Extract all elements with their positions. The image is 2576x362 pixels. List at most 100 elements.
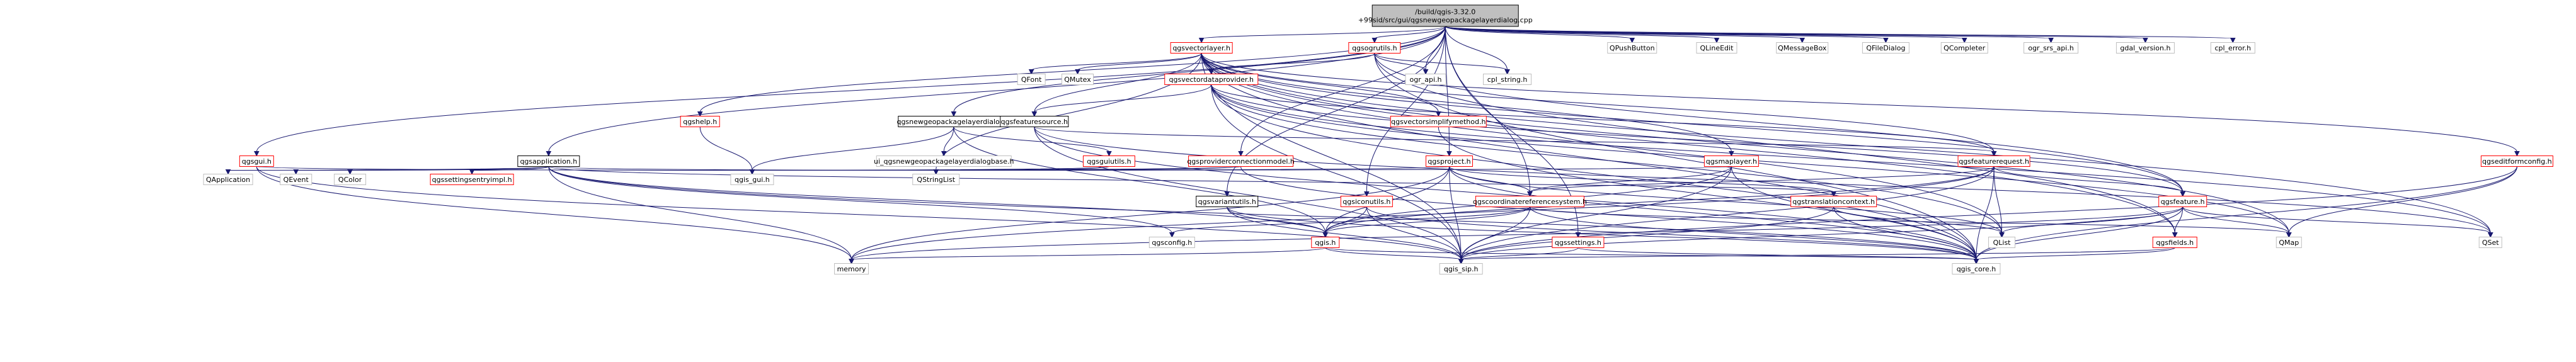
node-QSet: QSet	[2478, 237, 2502, 248]
node-label: qgsmaplayer.h	[1706, 157, 1757, 166]
edge-line	[1211, 84, 2491, 234]
node-box	[1164, 74, 1259, 85]
node-qgsgui-h[interactable]: qgsgui.h	[239, 156, 274, 167]
node-QEvent: QEvent	[280, 174, 312, 185]
node-qgsfeaturesource-h[interactable]: qgsfeaturesource.h	[1000, 116, 1069, 127]
node-box	[876, 156, 1012, 167]
node-box	[1940, 42, 1988, 54]
edge-qgseditformconfig_h-to-QMap	[2286, 166, 2517, 238]
edge-qgsfeaturesource_h-to-qgsfeaturerequest_h	[1034, 127, 1997, 157]
node-box	[1188, 156, 1294, 167]
node-qgsproject-h[interactable]: qgsproject.h	[1425, 156, 1473, 167]
node-QApplication: QApplication	[203, 174, 253, 185]
node-qgsiconutils-h[interactable]: qgsiconutils.h	[1340, 196, 1393, 207]
edge-root-to-QMessageBox	[1445, 26, 1806, 43]
node-label: QApplication	[206, 176, 250, 184]
edge-qgscoordinatereferencesystem_h-to-qgis_h	[1322, 206, 1530, 238]
node-box	[1776, 42, 1829, 54]
node-qgsvariantutils-h[interactable]: qgsvariantutils.h	[1196, 196, 1259, 207]
node-label: cpl_string.h	[1487, 76, 1528, 84]
node-label: qgis_sip.h	[1444, 265, 1479, 273]
edge-line	[1031, 53, 1202, 71]
node-box	[1405, 74, 1446, 85]
edge-qgsapplication_h-to-qgssettingsentryimpl_h	[469, 166, 549, 175]
node-box	[1475, 196, 1584, 207]
edge-line	[1201, 53, 2184, 193]
node-box	[334, 174, 367, 185]
node-root[interactable]: /build/qgis-3.32.0+99sid/src/gui/qgsnewg…	[1358, 4, 1533, 27]
edge-line	[548, 166, 1172, 234]
edge-line	[1976, 166, 2517, 260]
edge-qgsfeature_h-to-qgsfields_h	[2172, 206, 2184, 238]
node-qgssettingsentryimpl-h[interactable]: qgssettingsentryimpl.h	[430, 174, 514, 185]
node-box	[1957, 156, 2030, 167]
node-qgsapplication-h[interactable]: qgsapplication.h	[517, 156, 580, 167]
edge-line	[2182, 206, 2491, 234]
edge-line	[1211, 84, 2003, 234]
edge-arrowhead	[1883, 38, 1889, 43]
node-box	[1371, 4, 1519, 27]
edge-line	[1374, 26, 1446, 39]
edge-arrowhead	[1423, 69, 1429, 75]
edge-line	[1445, 26, 1803, 39]
node-qgsvectordataprovider-h[interactable]: qgsvectordataprovider.h	[1164, 74, 1259, 85]
node-box	[517, 156, 580, 167]
node-qgseditformconfig-h[interactable]: qgseditformconfig.h	[2480, 156, 2553, 167]
node-label: QColor	[338, 176, 362, 184]
node-cpl-string-h: cpl_string.h	[1483, 74, 1532, 85]
node-qgsfeature-h[interactable]: qgsfeature.h	[2158, 196, 2207, 207]
node-qgstranslationcontext-h[interactable]: qgstranslationcontext.h	[1790, 196, 1877, 207]
node-label: qgsiconutils.h	[1342, 198, 1390, 206]
edge-root-to-qgsnewgeopackagelayerdialog_h	[951, 26, 1446, 117]
node-QMap: QMap	[2275, 237, 2302, 248]
node-qgsproviderconnectionmodel-h[interactable]: qgsproviderconnectionmodel.h	[1187, 156, 1295, 167]
node-box	[1311, 237, 1340, 248]
node-box	[1170, 42, 1233, 54]
node-qgsnewgeopackagelayerdialog-h[interactable]: qgsnewgeopackagelayerdialog.h	[896, 116, 1010, 127]
node-qgsfeaturerequest-h[interactable]: qgsfeaturerequest.h	[1957, 156, 2030, 167]
node-gdal-version-h: gdal_version.h	[2115, 42, 2175, 54]
node-qgshelp-h[interactable]: qgshelp.h	[680, 116, 720, 127]
edge-line	[1374, 53, 1426, 71]
edge-line	[1448, 166, 1835, 193]
node-qgsfields-h[interactable]: qgsfields.h	[2152, 237, 2197, 248]
node-qgsmaplayer-h[interactable]: qgsmaplayer.h	[1703, 156, 1759, 167]
node-qgsvectorsimplifymethod-h[interactable]: qgsvectorsimplifymethod.h	[1390, 116, 1487, 127]
node-qgscoordinatereferencesystem-h[interactable]: qgscoordinatereferencesystem.h	[1473, 196, 1587, 207]
edge-line	[1460, 206, 1530, 260]
node-label: QLineEdit	[1700, 44, 1734, 52]
edge-qgsvectorlayer_h-to-qgseditformconfig_h	[1201, 53, 2520, 157]
edge-line	[953, 127, 1109, 152]
edge-line	[2288, 166, 2517, 234]
edge-qgis_h-to-qgis_core_h	[1325, 247, 1979, 264]
node-label: qgsnewgeopackagelayerdialog.h	[896, 118, 1010, 126]
node-label: ogr_srs_api.h	[2028, 44, 2073, 52]
edge-root-to-qgsproviderconnectionmodel_h	[1238, 26, 1446, 157]
node-qgis-h[interactable]: qgis.h	[1311, 237, 1340, 248]
edge-line	[1201, 53, 1977, 260]
edge-line	[1460, 166, 1995, 260]
edge-qgshelp_h-to-qgis_gui_h	[699, 127, 755, 175]
edge-root-to-cpl_error_h	[1445, 26, 2236, 43]
node-qgsvectorlayer-h[interactable]: qgsvectorlayer.h	[1170, 42, 1233, 54]
edge-line	[1425, 26, 1446, 71]
edge-line	[1227, 206, 1462, 260]
edge-arrowhead	[469, 169, 475, 175]
edge-qgsproviderconnectionmodel_h-to-qgis_gui_h	[749, 166, 1242, 175]
edge-line	[1448, 166, 1462, 260]
node-label: qgsfeaturesource.h	[1001, 118, 1068, 126]
node-qgssettings-h[interactable]: qgssettings.h	[1552, 237, 1605, 248]
edge-root-to-qgsvariantutils_h	[1224, 26, 1446, 197]
edge-arrowhead	[254, 151, 260, 157]
edge-line	[1201, 53, 2175, 234]
node-qgsogrutils-h[interactable]: qgsogrutils.h	[1348, 42, 1401, 54]
node-box	[2480, 156, 2553, 167]
edge-qgseditformconfig_h-to-qgis_core_h	[1973, 166, 2517, 264]
node-label: gdal_version.h	[2120, 44, 2170, 52]
edge-line	[1529, 166, 1995, 193]
node-qgsguiutils-h[interactable]: qgsguiutils.h	[1082, 156, 1135, 167]
edge-line	[1460, 247, 1579, 260]
edge-line	[1325, 247, 1977, 260]
edge-qgsfeaturerequest_h-to-qgscoordinatereferencesystem_h	[1527, 166, 1995, 197]
node-box	[1696, 42, 1737, 54]
